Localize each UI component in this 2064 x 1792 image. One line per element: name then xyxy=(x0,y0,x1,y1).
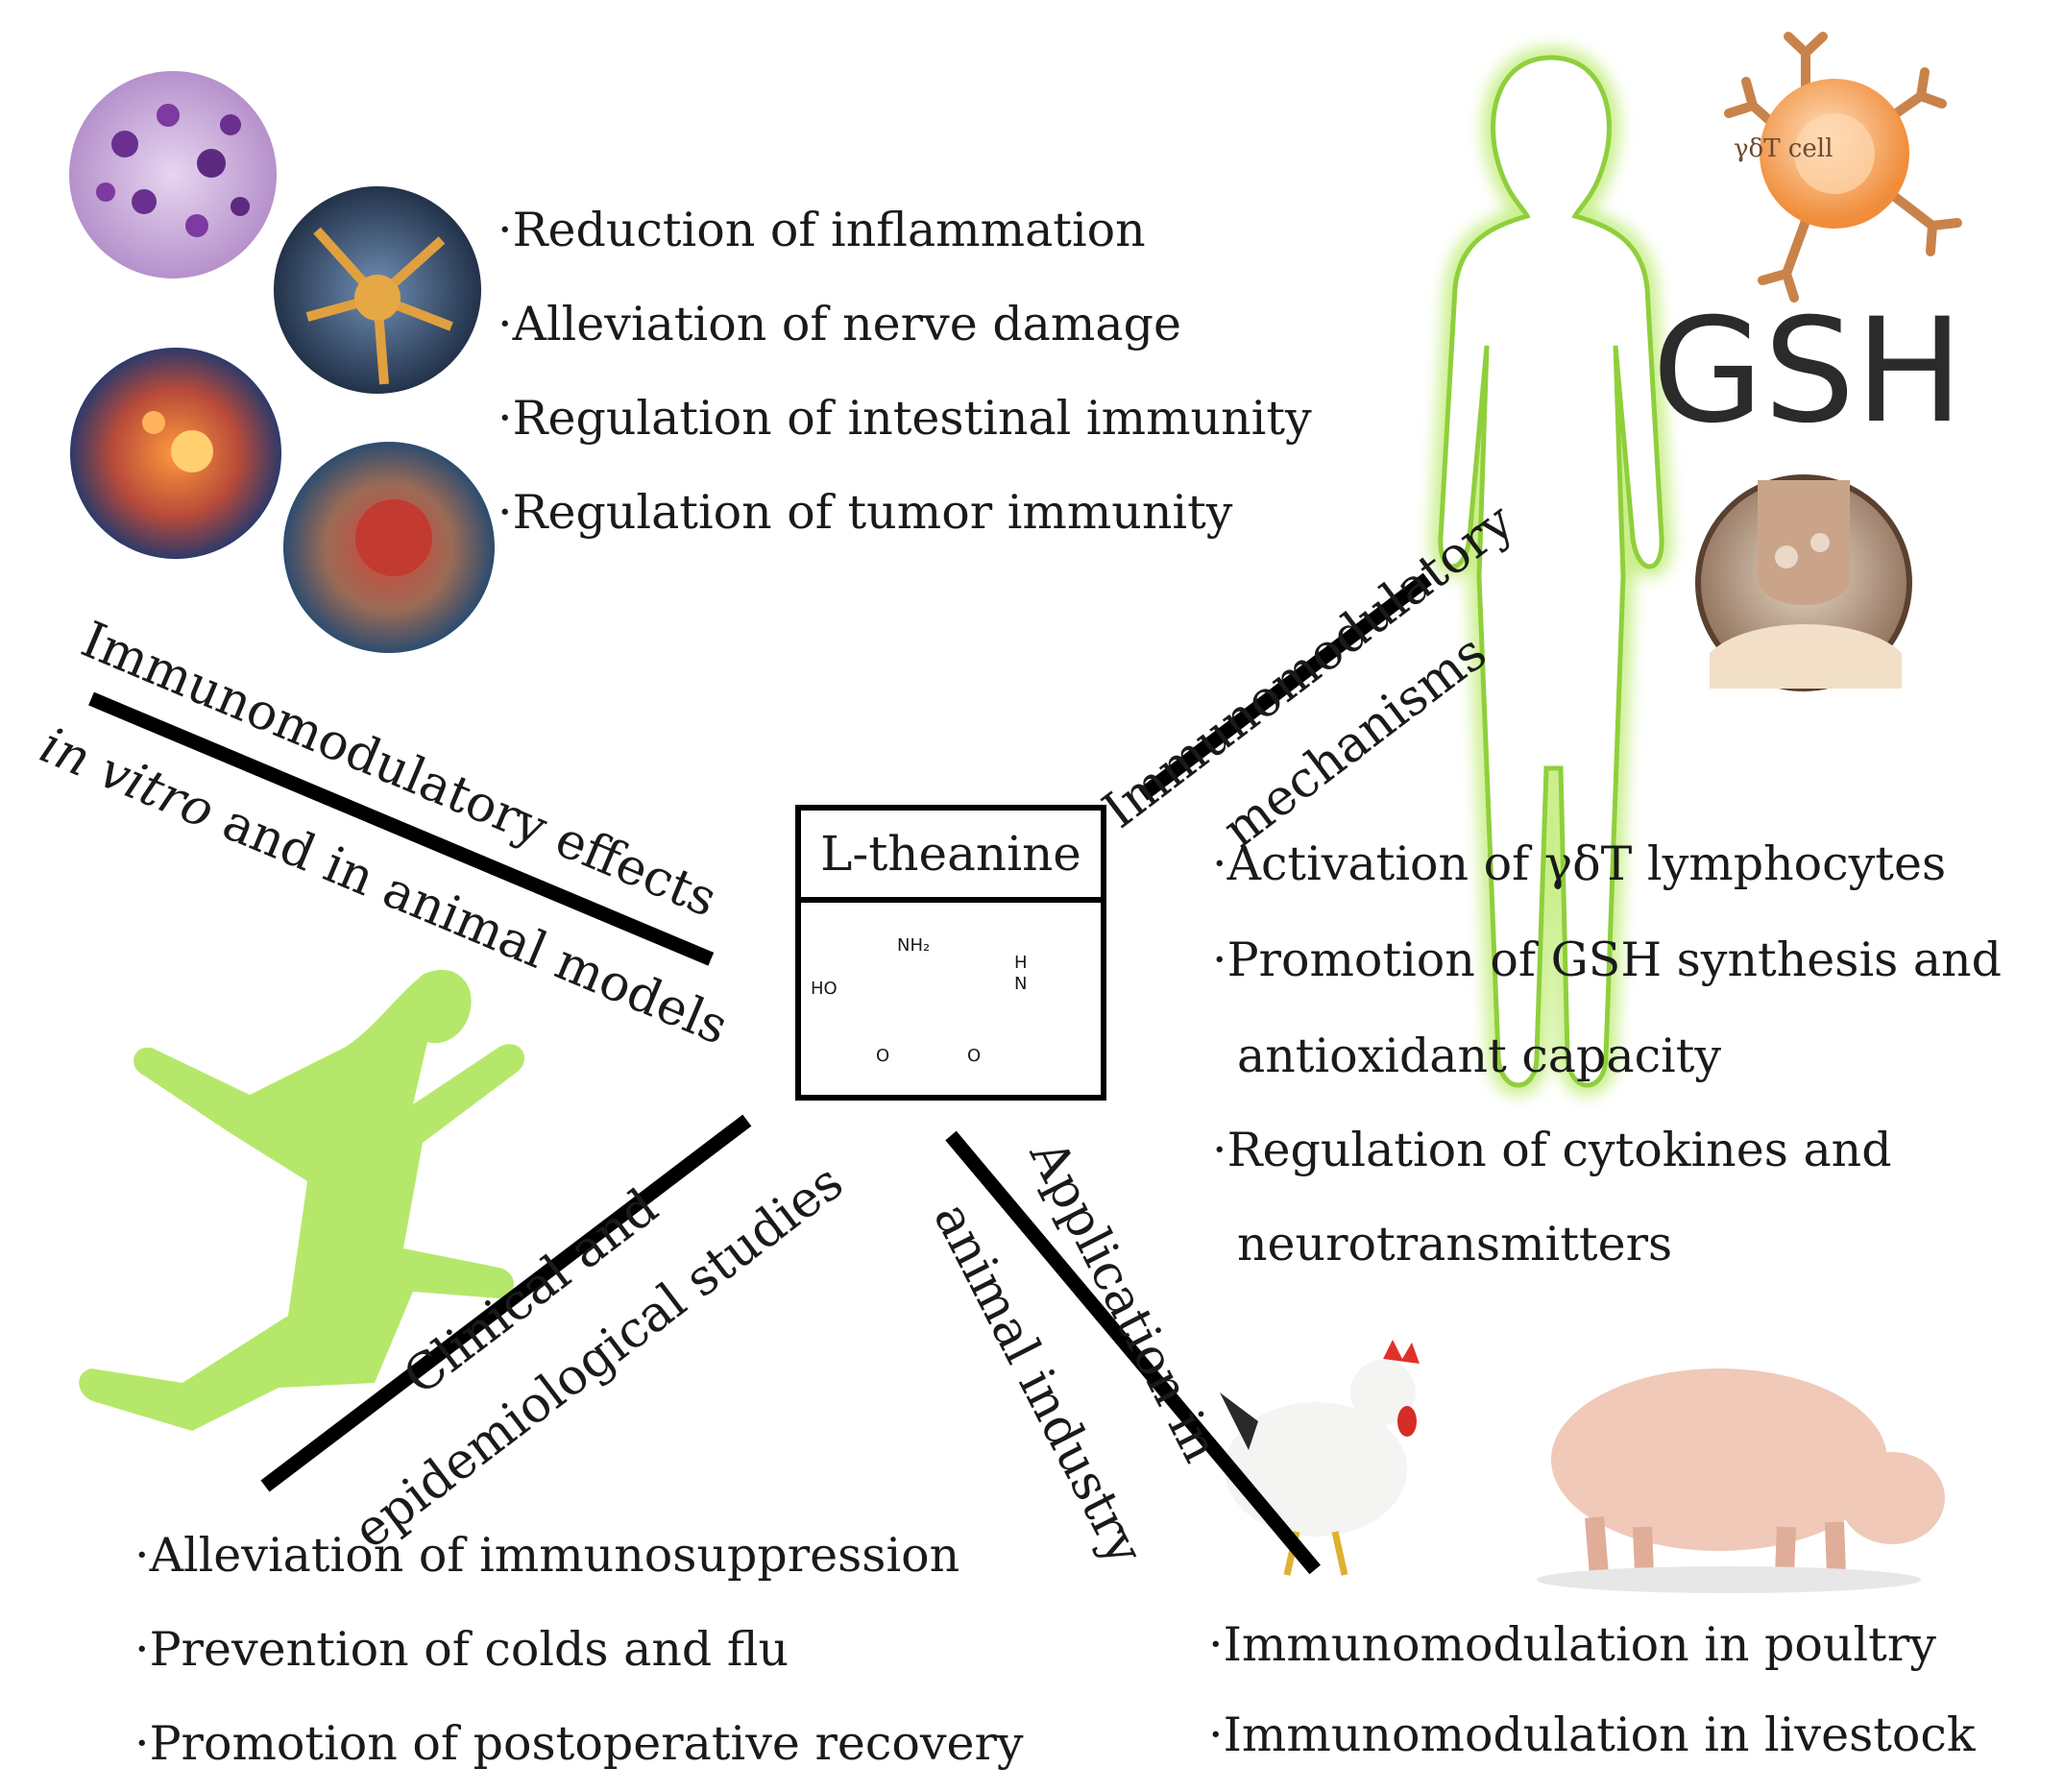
clinical-item: ·Promotion of postoperative recovery xyxy=(134,1716,1024,1771)
mechanisms-item: ·Promotion of GSH synthesis and xyxy=(1212,932,2002,987)
effects-item: ·Reduction of inflammation xyxy=(498,203,1146,257)
effects-item: ·Regulation of intestinal immunity xyxy=(498,391,1312,446)
mechanisms-item: antioxidant capacity xyxy=(1237,1029,1722,1083)
molecule-n-label: N xyxy=(1014,974,1028,994)
center-title: L-theanine xyxy=(801,811,1101,903)
neuron-micrograph xyxy=(274,186,481,394)
molecule-h-label: H xyxy=(1014,953,1028,973)
molecule-nh2-label: NH₂ xyxy=(897,935,931,956)
center-box: L-theanine NH₂ HO O O H N xyxy=(795,805,1106,1101)
mechanisms-item: ·Regulation of cytokines and xyxy=(1212,1123,1892,1177)
clinical-item: ·Alleviation of immunosuppression xyxy=(134,1528,960,1583)
molecule-o-label: O xyxy=(876,1046,890,1066)
synapse-illustration xyxy=(1695,474,1912,691)
mechanisms-item: ·Activation of γδT lymphocytes xyxy=(1212,836,1947,891)
chicken-illustration xyxy=(1220,1340,1420,1576)
application-item: ·Immunomodulation in livestock xyxy=(1208,1707,1976,1762)
molecule-ho-label: HO xyxy=(811,979,838,999)
pig-illustration xyxy=(1537,1368,1945,1593)
tumor-cell-micrograph xyxy=(283,442,495,653)
human-silhouette xyxy=(1429,46,1673,1096)
effects-item: ·Regulation of tumor immunity xyxy=(498,485,1233,540)
effects-item: ·Alleviation of nerve damage xyxy=(498,297,1181,351)
clinical-item: ·Prevention of colds and flu xyxy=(134,1622,789,1677)
gd-cell-label: γδT cell xyxy=(1734,134,1833,163)
intestinal-cell-micrograph xyxy=(70,348,281,559)
gsh-label: GSH xyxy=(1652,288,1964,455)
mechanisms-item: neurotransmitters xyxy=(1237,1217,1673,1271)
molecule-o-label: O xyxy=(967,1046,982,1066)
application-item: ·Immunomodulation in poultry xyxy=(1208,1617,1936,1672)
running-person-silhouette xyxy=(79,969,525,1431)
gamma-delta-t-cell-icon xyxy=(1724,32,1962,303)
immune-cells-micrograph xyxy=(69,71,277,278)
